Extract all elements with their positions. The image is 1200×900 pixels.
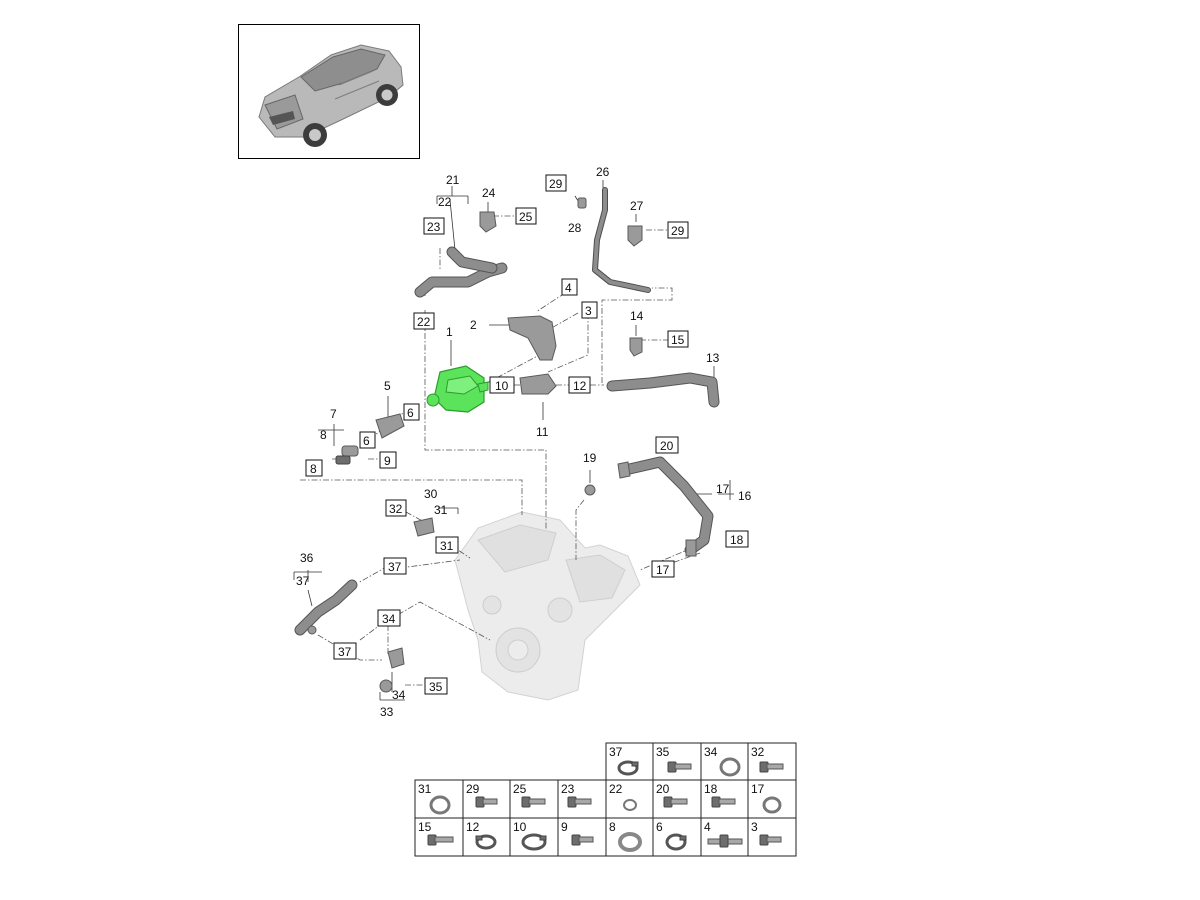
table-8: 8 [609,820,616,834]
callout-19: 19 [583,451,597,465]
stud-bolt-icon [707,834,743,848]
callout-6b: 6 [363,434,370,448]
car-illustration [258,44,404,147]
callout-28: 28 [568,221,582,235]
bolt-icon [521,796,546,808]
callout-2: 2 [470,318,477,332]
callout-22b: 22 [417,315,431,329]
sealing-ring-icon [623,799,637,811]
callout-33: 33 [380,705,394,719]
callout-20: 20 [660,439,674,453]
callout-25: 25 [519,210,533,224]
sealing-ring-icon [618,832,642,852]
callout-26: 26 [596,165,610,179]
bolt-icon [427,834,454,846]
callout-37b: 37 [388,560,402,574]
callout-12: 12 [573,379,587,393]
callout-30: 30 [424,487,438,501]
table-29: 29 [466,782,480,796]
callout-1: 1 [446,325,453,339]
table-4: 4 [704,820,711,834]
table-10: 10 [513,820,527,834]
callout-27: 27 [630,199,644,213]
callout-18: 18 [730,533,744,547]
callout-16: 16 [738,489,752,503]
callout-9: 9 [384,454,391,468]
callout-14: 14 [630,309,644,323]
table-12: 12 [466,820,480,834]
callout-35: 35 [429,680,443,694]
callout-32: 32 [389,502,403,516]
table-37: 37 [609,745,623,759]
bolt-icon [667,761,692,773]
callout-17a: 17 [716,482,730,496]
callout-13: 13 [706,351,720,365]
callout-34a: 34 [382,612,396,626]
bolt-icon [663,796,688,808]
callout-37c: 37 [338,645,352,659]
table-15: 15 [418,820,432,834]
table-32: 32 [751,745,765,759]
table-6: 6 [656,820,663,834]
bolt-icon [759,761,784,773]
bolt-icon [567,796,592,808]
bolt-icon [759,834,782,846]
callout-6a: 6 [407,406,414,420]
callout-5: 5 [384,379,391,393]
callout-36: 36 [300,551,314,565]
coolant-pump-highlighted[interactable] [426,365,489,413]
engine-block [454,511,641,701]
callout-34b: 34 [392,688,406,702]
boxed-callouts: 23 25 29 29 22 4 3 15 10 12 6 6 9 [305,174,749,695]
hoses [294,187,720,636]
callout-21: 21 [446,173,460,187]
callout-23: 23 [427,220,441,234]
callout-labels: 21 24 26 27 28 1 2 14 13 5 7 11 19 17 16… [296,165,752,719]
table-25: 25 [513,782,527,796]
table-34: 34 [704,745,718,759]
callout-31b: 31 [440,539,454,553]
callout-10: 10 [495,379,509,393]
hose-clamp-icon [665,833,687,851]
bracket-lines [293,180,734,701]
hose-clamp-icon [617,760,639,776]
table-20: 20 [656,782,670,796]
table-31: 31 [418,782,432,796]
table-17: 17 [751,782,765,796]
table-23: 23 [561,782,575,796]
callout-31a: 31 [434,503,448,517]
callout-29a: 29 [549,177,563,191]
bolt-icon [711,796,736,808]
table-3: 3 [751,820,758,834]
bolt-icon [571,834,594,846]
hardware-table: 37 35 34 32 31 29 25 23 22 20 18 17 15 1… [414,742,797,857]
sealing-ring-icon [429,795,451,815]
callout-7: 7 [330,407,337,421]
table-35: 35 [656,745,670,759]
hose-clamp-icon [475,834,497,850]
callout-24: 24 [482,186,496,200]
callout-4: 4 [565,281,572,295]
callout-11: 11 [536,425,549,439]
callout-15: 15 [671,333,685,347]
callout-8a: 8 [320,428,327,442]
callout-37a: 37 [296,574,310,588]
callout-22a: 22 [438,195,452,209]
hose-clamp-icon [521,833,547,851]
callout-29b: 29 [671,224,685,238]
parts [307,197,697,693]
bolt-icon [475,796,498,808]
sealing-ring-icon [762,796,782,814]
callout-3: 3 [585,304,592,318]
leader-lines [300,215,701,686]
table-22: 22 [609,782,623,796]
vehicle-thumbnail [238,24,420,159]
callout-17b: 17 [656,563,670,577]
table-18: 18 [704,782,718,796]
table-9: 9 [561,820,568,834]
sealing-ring-icon [719,757,741,777]
callout-8b: 8 [310,462,317,476]
